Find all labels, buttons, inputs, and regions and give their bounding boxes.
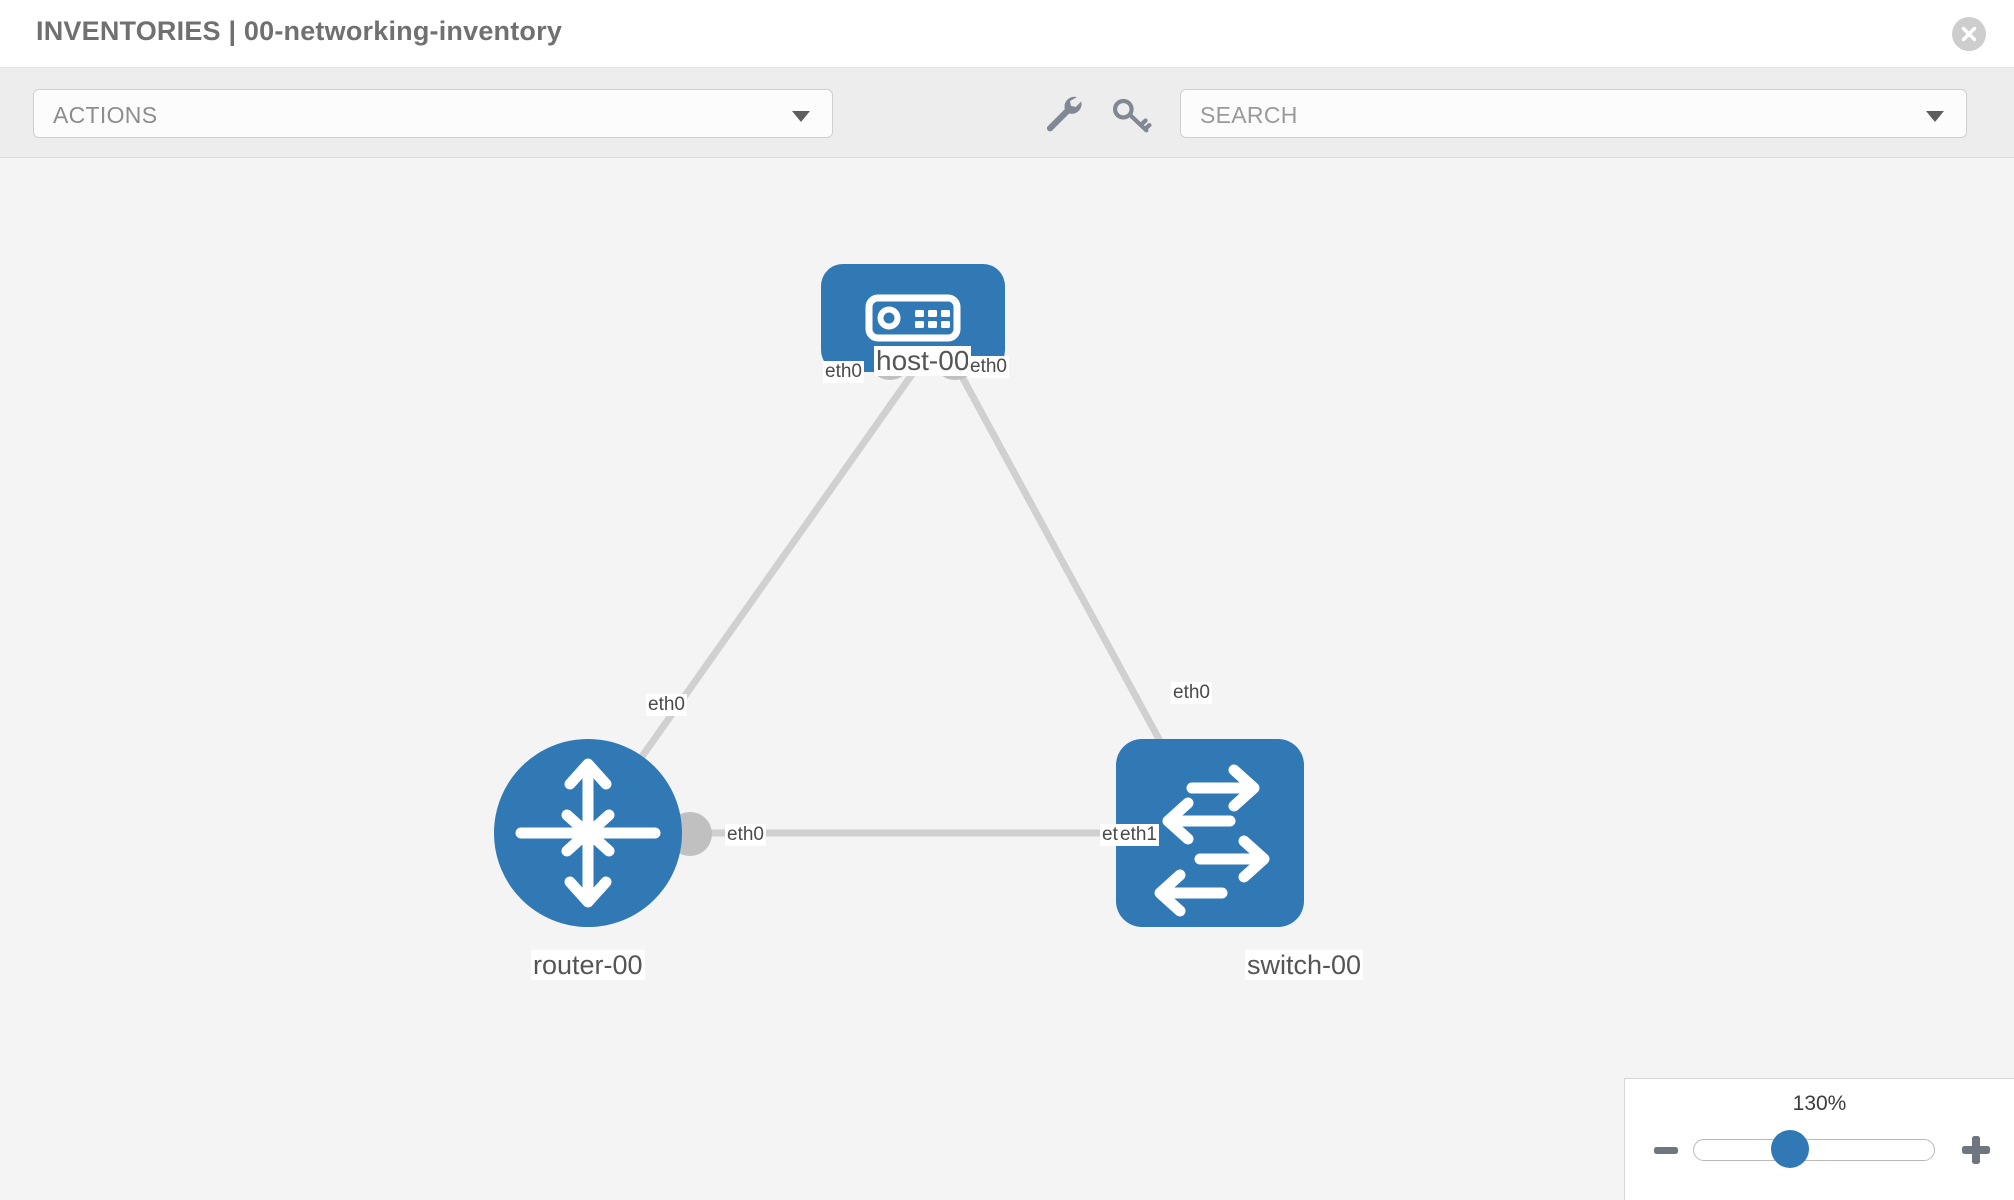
iface-label-host-right: eth0 [968,356,1009,378]
minus-icon [1654,1147,1678,1154]
zoom-control-panel: 130% [1624,1078,2014,1200]
node-host-00[interactable] [821,264,1005,372]
close-icon [1961,26,1977,42]
zoom-slider-thumb[interactable] [1771,1130,1809,1168]
switch-arrows-icon [1154,764,1270,917]
zoom-level-value: 130% [1792,1092,1847,1115]
server-icon [865,294,961,342]
chevron-down-icon [792,111,810,122]
actions-dropdown[interactable]: ACTIONS [33,89,833,138]
topology-canvas[interactable]: host-00 router-00 switch-00 eth0 eth0 et… [0,158,2014,1200]
wrench-icon [1046,96,1082,132]
node-router-00[interactable] [494,739,682,927]
iface-label-switch-up: eth0 [1171,682,1212,704]
iface-label-host-left: eth0 [823,361,864,383]
page-header: INVENTORIES | 00-networking-inventory [0,0,2014,68]
zoom-in-button[interactable] [1960,1134,1992,1166]
node-label-host-00: host-00 [874,345,972,376]
iface-label-switch-left-front: eth1 [1118,824,1159,846]
iface-label-router-up: eth0 [646,694,687,716]
close-button[interactable] [1952,17,1986,51]
iface-label-router-right: eth0 [725,824,766,846]
router-arrows-icon [515,758,661,908]
search-placeholder: SEARCH [1200,102,1298,128]
key-button[interactable] [1108,89,1154,138]
zoom-out-button[interactable] [1652,1137,1680,1165]
wrench-button[interactable] [1042,89,1088,138]
node-label-router-00: router-00 [531,950,645,980]
topology-graph [494,264,1304,927]
search-input[interactable]: SEARCH [1180,89,1967,138]
key-icon [1112,98,1152,133]
chevron-down-icon [1926,111,1944,122]
node-switch-00[interactable] [1116,739,1304,927]
toolbar: ACTIONS SEARCH [0,68,2014,158]
plus-icon [1962,1136,1990,1164]
zoom-slider-track[interactable] [1693,1139,1935,1161]
page-title: INVENTORIES | 00-networking-inventory [36,16,563,46]
actions-dropdown-label: ACTIONS [53,102,158,128]
node-label-switch-00: switch-00 [1245,950,1364,980]
